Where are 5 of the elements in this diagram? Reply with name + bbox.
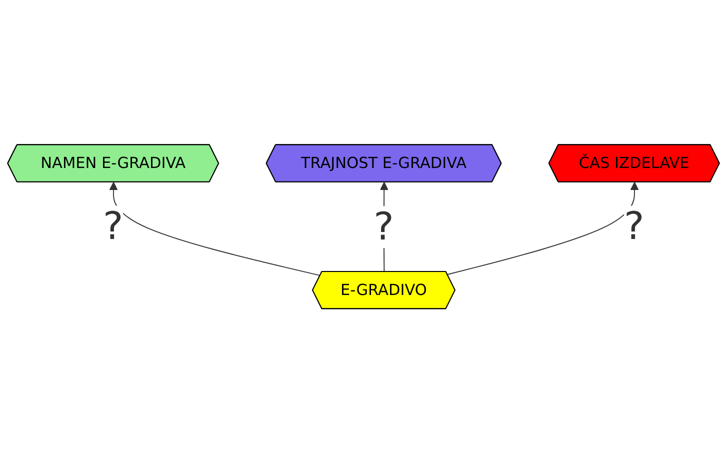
arrow xyxy=(446,182,639,276)
arrow xyxy=(109,182,321,276)
edge-label: ? xyxy=(374,206,394,250)
edge-label: ? xyxy=(102,205,124,249)
edge-label: ? xyxy=(624,205,644,249)
